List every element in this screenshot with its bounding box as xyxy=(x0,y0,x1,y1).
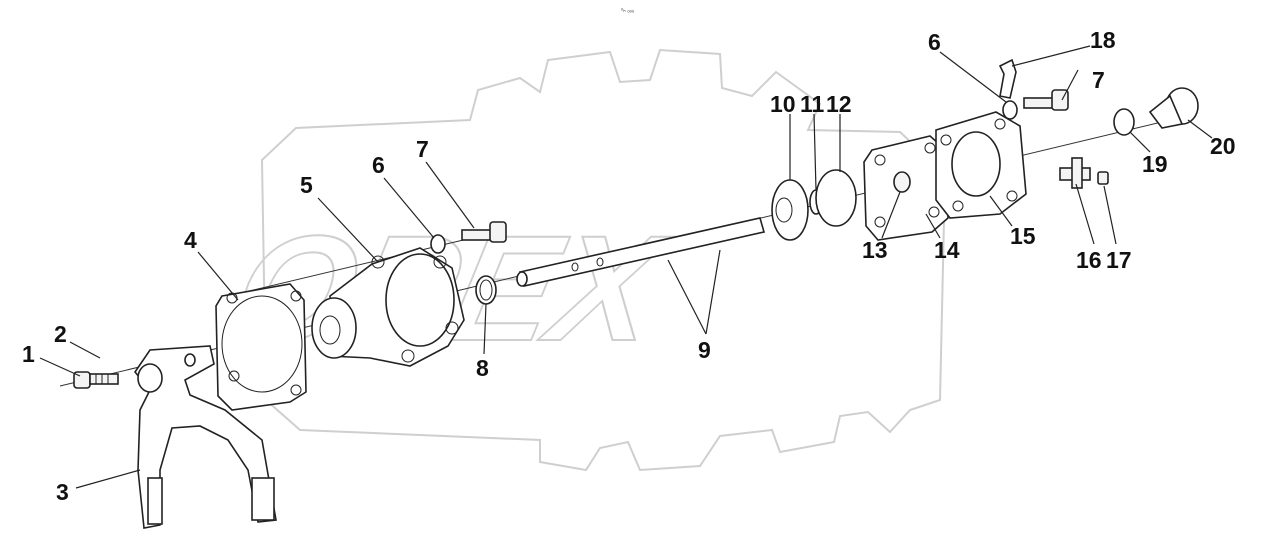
housing xyxy=(311,247,465,367)
callout-17: 17 xyxy=(1106,247,1132,273)
callout-3: 3 xyxy=(56,479,69,505)
o-ring-19 xyxy=(1113,108,1135,136)
header-code: ᵒₕ ₒₒₒ xyxy=(621,8,635,14)
shift-fork xyxy=(133,345,277,529)
bearing-13 xyxy=(893,171,911,193)
callout-10: 10 xyxy=(770,91,796,117)
cover-15 xyxy=(935,111,1027,219)
callout-12: 12 xyxy=(826,91,852,117)
bolt-part-1 xyxy=(73,371,119,389)
callout-13: 13 xyxy=(862,237,888,263)
callout-18: 18 xyxy=(1090,27,1116,53)
callout-7-left: 7 xyxy=(416,136,429,162)
shaft-9 xyxy=(516,217,766,287)
callout-20: 20 xyxy=(1210,133,1236,159)
callout-6-left: 6 xyxy=(372,152,385,178)
fitting-18 xyxy=(998,58,1017,99)
callout-7-right: 7 xyxy=(1092,67,1105,93)
washer-6-right xyxy=(1002,100,1018,120)
callout-8: 8 xyxy=(476,355,489,381)
callout-19: 19 xyxy=(1142,151,1168,177)
callout-16: 16 xyxy=(1076,247,1102,273)
bolt-7-left xyxy=(461,221,507,243)
leader-lines xyxy=(39,45,1213,489)
callout-11: 11 xyxy=(800,91,825,117)
gasket xyxy=(215,283,307,411)
seal-10 xyxy=(771,179,809,241)
washer-6-left xyxy=(430,234,446,254)
callout-15: 15 xyxy=(1010,223,1036,249)
callout-6-right: 6 xyxy=(928,29,941,55)
watermark-gear xyxy=(260,48,946,472)
sensor-20 xyxy=(1148,87,1199,129)
callout-9: 9 xyxy=(698,337,711,363)
callout-labels: 1 2 3 4 5 6 7 8 9 10 11 12 13 14 15 6 7 … xyxy=(22,27,1236,505)
tee-fitting-16 xyxy=(1059,157,1091,189)
callout-5: 5 xyxy=(300,172,313,198)
plug-17 xyxy=(1097,171,1109,185)
callout-1: 1 xyxy=(22,341,35,367)
bolt-7-right xyxy=(1023,89,1069,111)
ring-12 xyxy=(815,169,857,227)
callout-2: 2 xyxy=(54,321,67,347)
callout-4: 4 xyxy=(184,227,197,253)
callout-14: 14 xyxy=(934,237,960,263)
